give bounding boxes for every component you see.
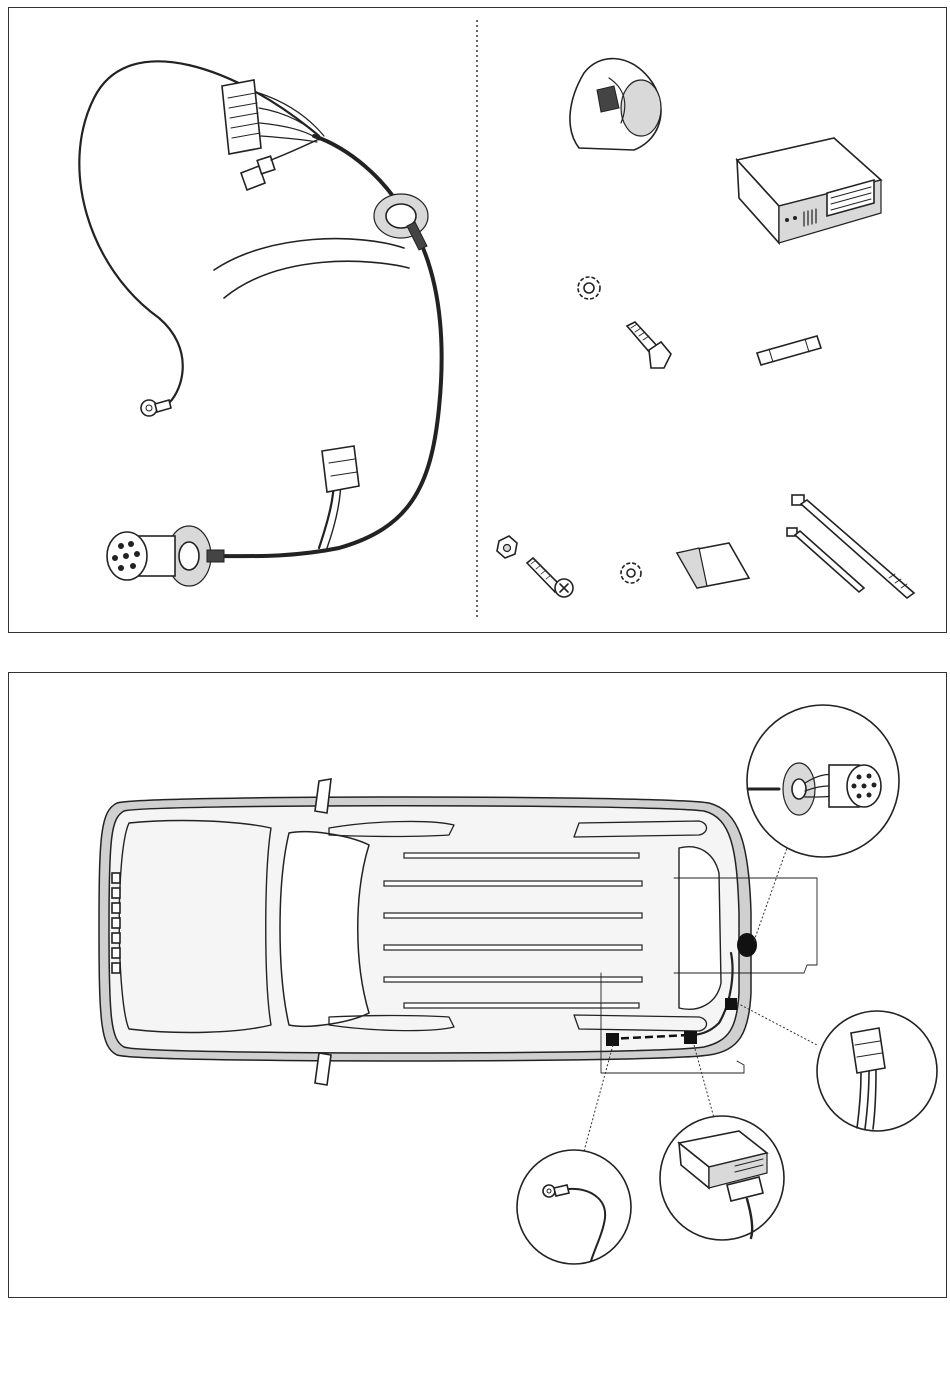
- lock-washer-small: [621, 563, 641, 583]
- ground-wire: [79, 61, 319, 403]
- 13-pin-socket: [107, 526, 224, 586]
- multi-pin-connector: [222, 80, 324, 190]
- installation-panel: [8, 672, 947, 1298]
- ground-ring-terminal: [141, 400, 171, 416]
- plug-marker: [725, 998, 737, 1010]
- module-marker: [684, 1031, 697, 1044]
- loose-wire-1: [214, 239, 404, 270]
- fuse: [757, 336, 821, 365]
- roof-bar-2: [384, 913, 642, 918]
- socket-cover: [570, 59, 661, 150]
- windshield: [280, 832, 369, 1027]
- socket-detail: [747, 705, 899, 857]
- socket-marker: [737, 933, 757, 957]
- plug-detail: [817, 1011, 937, 1131]
- ground-marker: [606, 1033, 619, 1046]
- kit-contents-drawing: [9, 8, 948, 634]
- rear-window: [679, 847, 721, 1010]
- electronic-module: [737, 138, 881, 243]
- roof-rail-2: [404, 1003, 639, 1008]
- roof-bar-1: [384, 881, 642, 886]
- cable-ties: [787, 495, 914, 598]
- roof-bar-3: [384, 945, 642, 950]
- front-grille: [112, 873, 120, 973]
- module-detail: [660, 1116, 784, 1240]
- screw: [527, 558, 573, 597]
- roof-bar-4: [384, 977, 642, 982]
- vehicle-plug: [322, 446, 359, 492]
- nut: [497, 536, 517, 558]
- roof-rail-1: [404, 853, 639, 858]
- bolt: [627, 322, 671, 368]
- installation-drawing: [9, 673, 948, 1299]
- adhesive-pad: [677, 543, 749, 588]
- ground-detail: [517, 1150, 631, 1264]
- rubber-grommet: [374, 194, 428, 250]
- suv-top-view: [99, 779, 817, 1085]
- loose-wire-2: [224, 261, 409, 298]
- kit-contents-panel: [8, 7, 947, 633]
- lock-washer: [578, 277, 600, 299]
